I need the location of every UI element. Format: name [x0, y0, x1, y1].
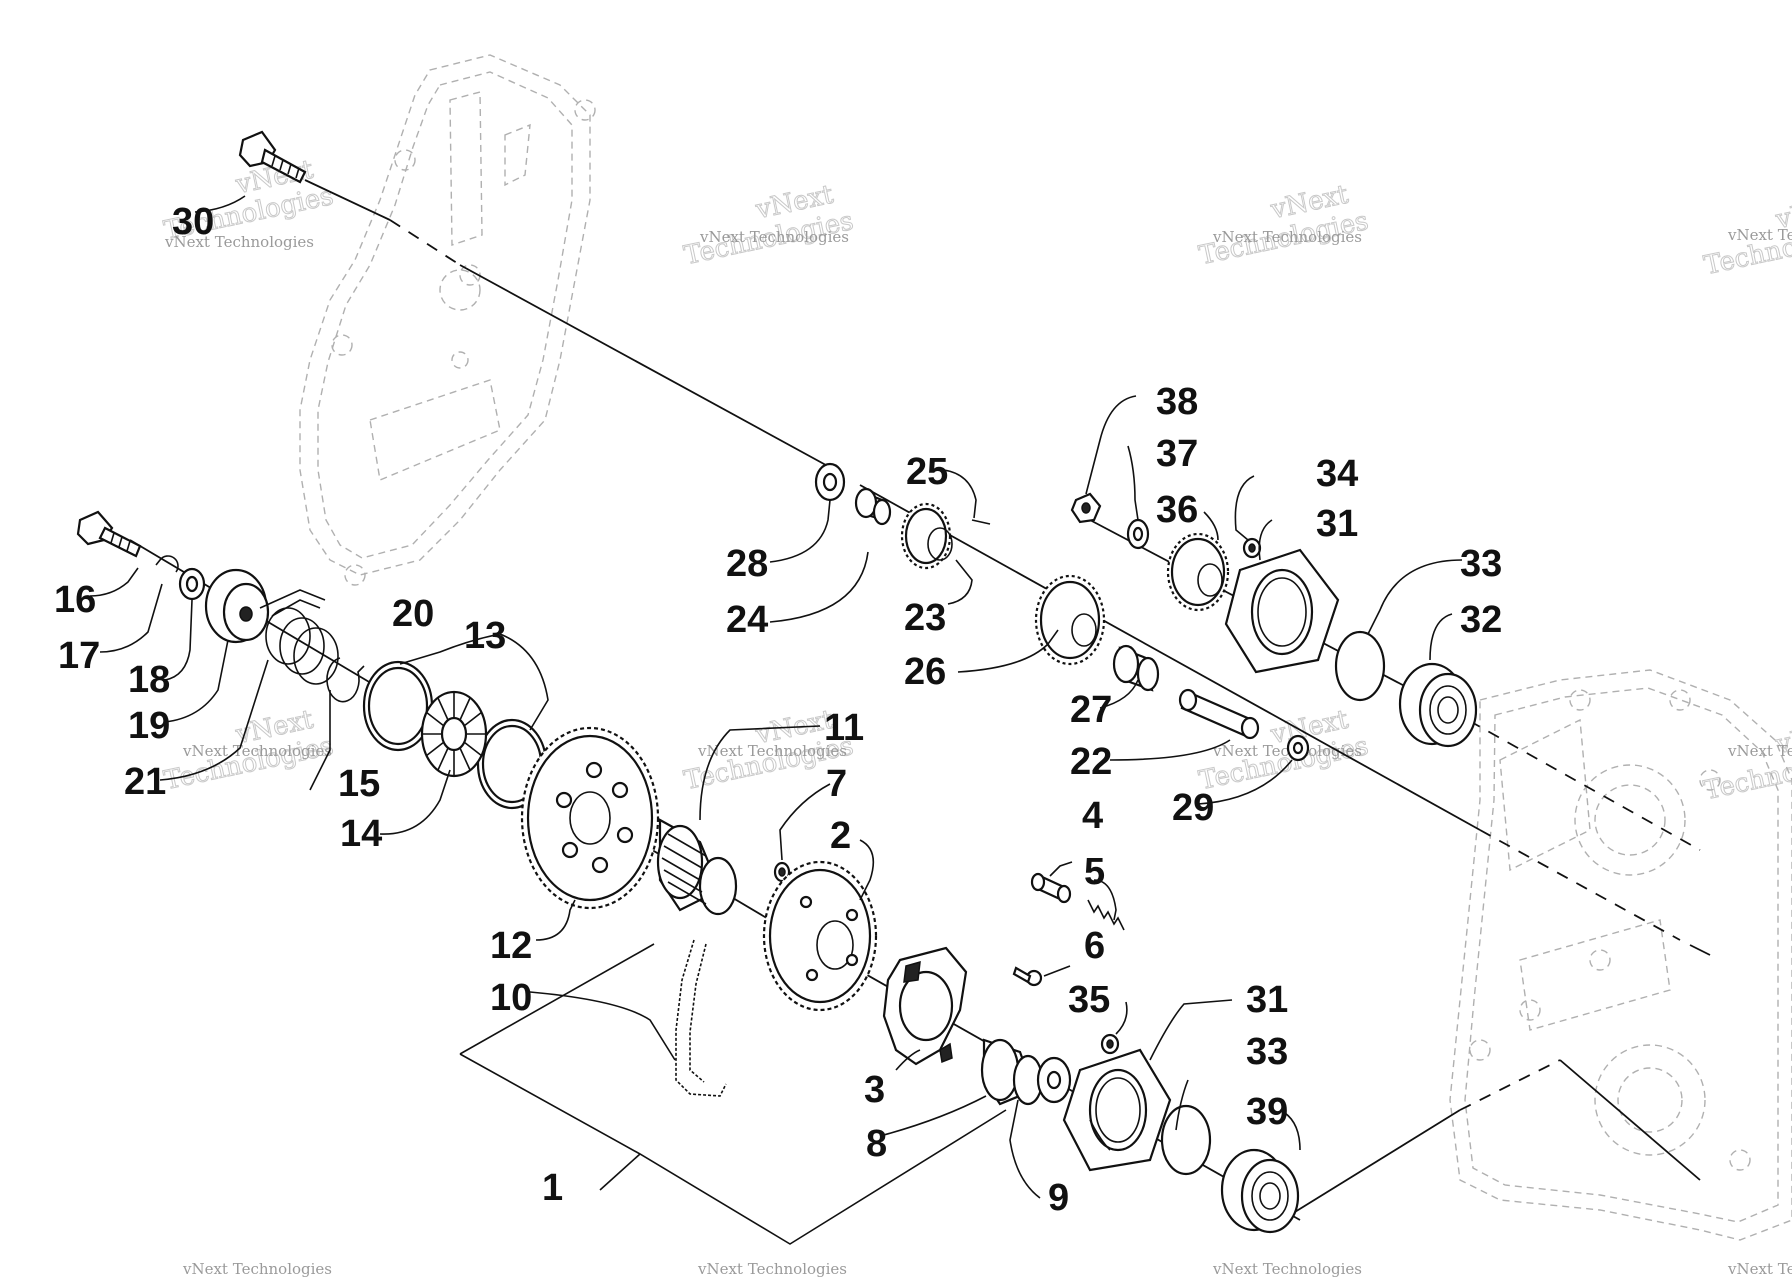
nut-part-35 — [1100, 1033, 1120, 1055]
pin-part-25 — [971, 519, 991, 525]
gear-part-23 — [900, 502, 953, 570]
watermark-text: vNext Technologies — [699, 228, 849, 246]
upper-housing-outline — [299, 54, 596, 586]
watermark-text: vNext Technologies — [1727, 226, 1792, 244]
callout-17: 17 — [58, 635, 100, 677]
callout-36: 36 — [1156, 489, 1198, 531]
ring-part-33-upper — [1334, 630, 1386, 702]
nut-part-34 — [1242, 537, 1262, 559]
pin-part-4 — [1030, 872, 1072, 904]
callout-13: 13 — [464, 615, 506, 657]
bushing-part-27 — [1112, 644, 1160, 692]
spring-part-5 — [1087, 899, 1125, 931]
callout-9: 9 — [1048, 1177, 1069, 1219]
callout-25: 25 — [906, 451, 948, 493]
washer-part-29 — [1286, 734, 1310, 762]
callout-27: 27 — [1070, 689, 1112, 731]
bolt-part-16 — [76, 510, 142, 558]
callout-26: 26 — [904, 651, 946, 693]
flange-part-31-lower — [1062, 1048, 1172, 1172]
cam-part-3 — [882, 946, 968, 1066]
watermark-text: vNext Technologies — [182, 1260, 332, 1278]
callout-1: 1 — [542, 1167, 563, 1209]
ring-part-33-lower — [1160, 1104, 1212, 1176]
watermark-text: vNext Technologies — [164, 233, 314, 251]
callout-11: 11 — [824, 707, 864, 749]
callout-34: 34 — [1316, 453, 1358, 495]
gear-part-26 — [1034, 574, 1106, 666]
callout-14: 14 — [340, 813, 382, 855]
callout-22: 22 — [1070, 741, 1112, 783]
callout-6: 6 — [1084, 925, 1105, 967]
lower-housing-outline — [1449, 669, 1792, 1241]
bearing-part-39 — [1220, 1148, 1300, 1234]
callout-16: 16 — [54, 579, 96, 621]
splined-hub-part-11 — [656, 818, 738, 916]
callout-33-lower: 33 — [1246, 1031, 1288, 1073]
callout-38: 38 — [1156, 381, 1198, 423]
cover-part-19 — [204, 568, 270, 644]
watermark-text: vNext Technologies — [1212, 1260, 1362, 1278]
callout-4: 4 — [1082, 795, 1103, 837]
bearing-part-32 — [1398, 662, 1478, 748]
callout-35: 35 — [1068, 979, 1110, 1021]
shaft-part-22 — [1178, 688, 1260, 740]
gear-part-36 — [1166, 532, 1230, 612]
callout-18: 18 — [128, 659, 170, 701]
needle-bearing-part-8 — [980, 1038, 1044, 1106]
sprocket-part-2 — [762, 860, 878, 1012]
watermark-text: vNext Technologies — [697, 742, 847, 760]
callout-3: 3 — [864, 1069, 885, 1111]
callout-37: 37 — [1156, 433, 1198, 475]
watermark-text: vNext Technologies — [1727, 742, 1792, 760]
callout-7: 7 — [826, 763, 847, 805]
large-gear-part-12 — [520, 726, 660, 910]
callout-30: 30 — [172, 201, 214, 243]
callout-31-upper: 31 — [1316, 503, 1358, 545]
watermark-text: vNext Technologies — [697, 1260, 847, 1278]
screw-part-6 — [1012, 966, 1043, 987]
callout-12: 12 — [490, 925, 532, 967]
watermark-text: vNext Technologies — [1727, 1260, 1792, 1278]
circlip-part-17 — [155, 555, 179, 573]
washer-part-9 — [1036, 1056, 1072, 1104]
bushing-part-24 — [854, 487, 892, 526]
watermark-text: vNext Technologies — [1212, 228, 1362, 246]
callout-10: 10 — [490, 977, 532, 1019]
callout-2: 2 — [830, 815, 851, 857]
callout-28: 28 — [726, 543, 768, 585]
callout-24: 24 — [726, 599, 768, 641]
callout-32: 32 — [1460, 599, 1502, 641]
parts-layer — [76, 130, 1478, 1234]
bolt-part-30 — [238, 130, 307, 184]
watermark-text: vNext Technologies — [1212, 742, 1362, 760]
callout-19: 19 — [128, 705, 170, 747]
leader-lines — [89, 195, 1463, 1245]
chain-part-10 — [675, 939, 727, 1097]
clip-part-15 — [326, 657, 365, 703]
nut-part-38 — [1070, 492, 1102, 524]
callout-15: 15 — [338, 763, 380, 805]
washer-part-28 — [814, 462, 846, 502]
flange-part-31-upper — [1224, 548, 1340, 674]
callout-20: 20 — [392, 593, 434, 635]
callout-39: 39 — [1246, 1091, 1288, 1133]
callout-8: 8 — [866, 1123, 887, 1165]
callout-29: 29 — [1172, 787, 1214, 829]
spring-part-21 — [265, 607, 339, 685]
washer-part-37 — [1126, 518, 1150, 550]
callout-labels: 1 2 3 4 5 6 7 8 9 10 11 12 13 14 15 16 1… — [54, 201, 1502, 1219]
callout-33-upper: 33 — [1460, 543, 1502, 585]
callout-23: 23 — [904, 597, 946, 639]
callout-5: 5 — [1084, 851, 1105, 893]
callout-21: 21 — [124, 761, 166, 803]
callout-31-lower: 31 — [1246, 979, 1288, 1021]
washer-part-18 — [178, 567, 206, 601]
thrust-bearing-part-14 — [420, 690, 488, 778]
watermark-text: vNext Technologies — [182, 742, 332, 760]
